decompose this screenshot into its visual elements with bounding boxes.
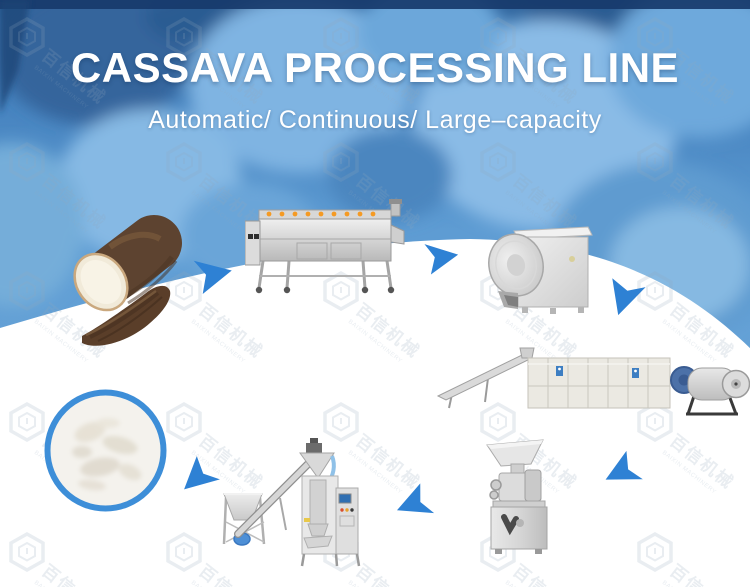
packing-machine-image: [220, 438, 362, 568]
flow-arrow-6: [170, 451, 224, 506]
flow-arrow-5: [389, 480, 436, 528]
cassava-roots-image: [50, 203, 225, 348]
page-subtitle: Automatic/ Continuous/ Large–capacity: [148, 106, 602, 134]
grinding-machine-image: [479, 437, 559, 555]
cassava-flour-image: [42, 387, 169, 514]
belt-drying-machine-image: [436, 340, 750, 420]
flour-ring: [44, 389, 167, 512]
flow-arrow-2: [423, 236, 460, 277]
banner: CASSAVA PROCESSING LINE Automatic/ Conti…: [0, 0, 750, 135]
flow-arrow-3: [597, 271, 650, 324]
cutting-machine-image: [484, 221, 596, 317]
flow-arrow-1: [191, 252, 236, 296]
flow-arrow-4: [596, 447, 645, 498]
white-stage-curve: [0, 239, 750, 587]
top-dark-strip: [0, 0, 750, 9]
corner-shadow: [0, 0, 30, 115]
flour-texture: [72, 418, 142, 491]
page-title: CASSAVA PROCESSING LINE: [70, 44, 680, 91]
washing-peeling-machine-image: [245, 197, 410, 297]
brush-roller-bearings: [266, 211, 376, 217]
